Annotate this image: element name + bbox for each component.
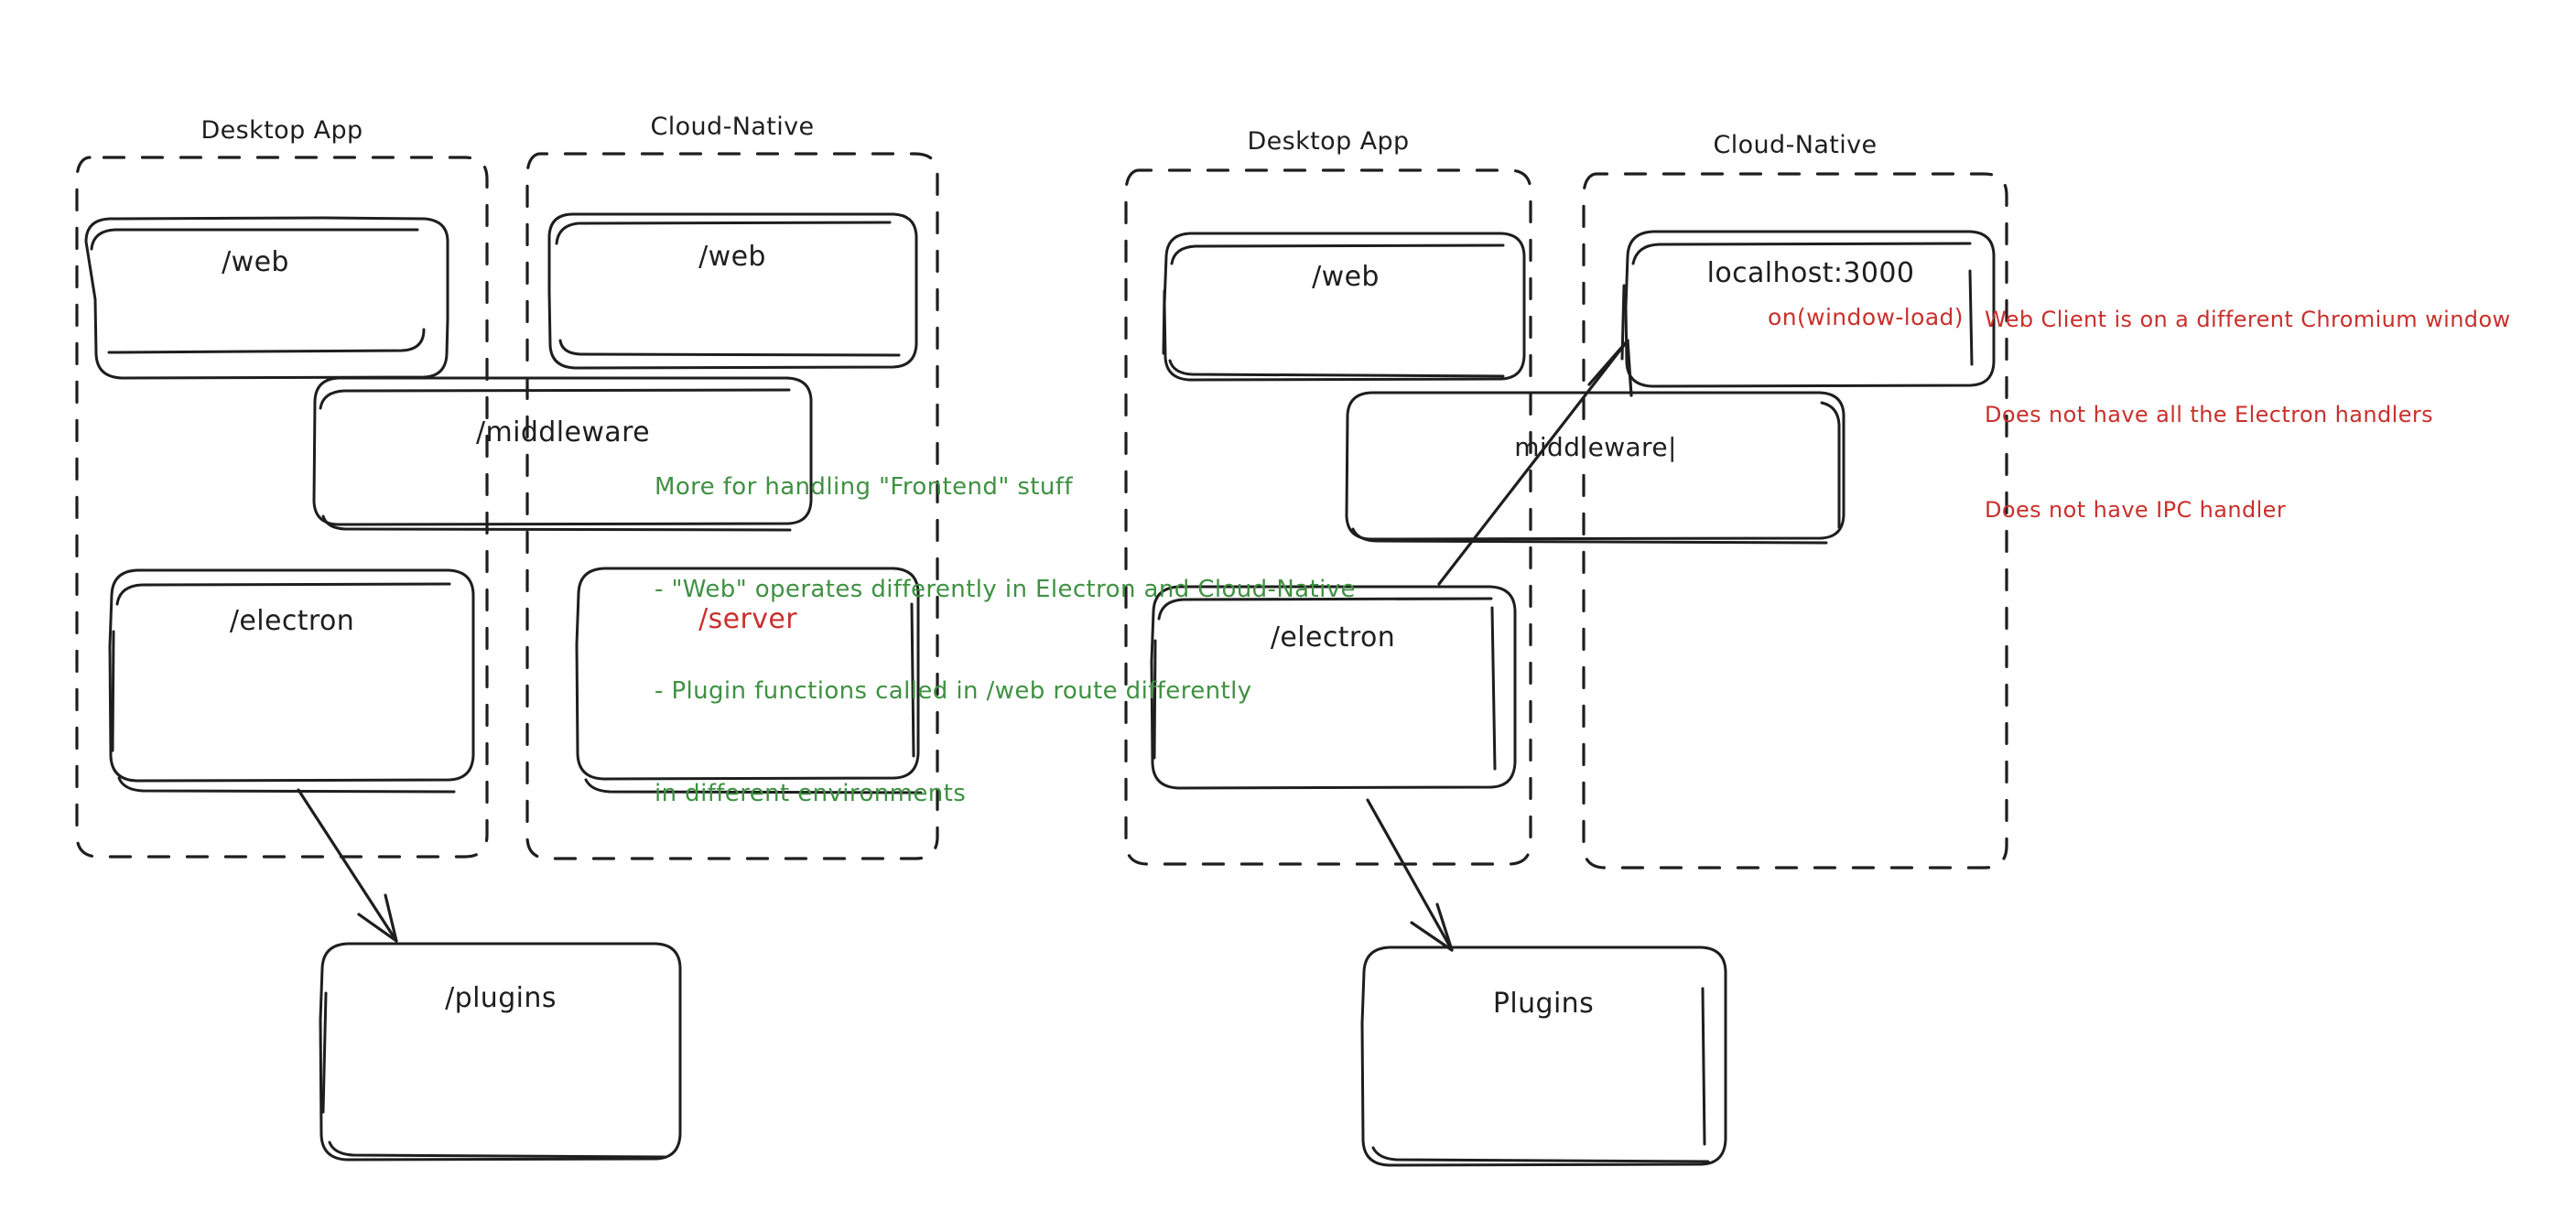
- right-plugins-box: [1360, 946, 1727, 1167]
- right-web-label: /web: [1312, 261, 1380, 293]
- left-electron-label: /electron: [229, 605, 355, 637]
- left-web-cloud-label: /web: [698, 241, 766, 273]
- right-middleware-label: middleware|: [1514, 432, 1677, 462]
- red-note-line-2: Does not have all the Electron handlers: [1985, 401, 2434, 427]
- left-plugins-label: /plugins: [445, 982, 557, 1014]
- left-cloud-native-title: Cloud-Native: [650, 113, 815, 141]
- right-localhost-label: localhost:3000: [1706, 257, 1915, 289]
- left-web-cloud-box: [547, 212, 918, 370]
- right-cloud-native-container: [1582, 172, 2008, 870]
- right-electron-label: /electron: [1270, 621, 1396, 654]
- right-localhost-box: [1620, 230, 1996, 388]
- right-localhost-sublabel: on(window-load): [1768, 304, 1964, 330]
- right-cloud-native-title: Cloud-Native: [1713, 131, 1878, 159]
- left-desktop-app-title: Desktop App: [200, 116, 363, 145]
- left-electron-box: [108, 568, 475, 794]
- green-note-line-1: More for handling "Frontend" stuff: [655, 473, 1073, 502]
- right-desktop-app-container: [1124, 168, 1532, 866]
- right-electron-to-plugins-arrow: [1366, 798, 1454, 952]
- right-electron-box: [1150, 585, 1517, 790]
- red-note-line-1: Web Client is on a different Chromium wi…: [1985, 306, 2511, 332]
- green-note-line-2: - "Web" operates differently in Electron…: [655, 575, 1356, 603]
- left-plugins-box: [319, 942, 682, 1162]
- right-desktop-app-title: Desktop App: [1247, 127, 1410, 156]
- green-note-line-4: in different environments: [655, 779, 967, 807]
- left-desktop-app-container: [75, 156, 489, 859]
- green-note-line-3: - Plugin functions called in /web route …: [655, 677, 1252, 706]
- red-note-line-3: Does not have IPC handler: [1985, 497, 2287, 524]
- right-electron-to-localhost-arrow: [1437, 339, 1633, 586]
- right-middleware-box: [1345, 391, 1845, 545]
- green-note: More for handling "Frontend" stuff - "We…: [655, 403, 1356, 845]
- right-web-box: [1162, 232, 1526, 382]
- left-middleware-box: [312, 376, 813, 532]
- left-server-label: /server: [698, 603, 797, 635]
- left-web-desktop-box: [84, 216, 449, 380]
- right-plugins-label: Plugins: [1492, 988, 1595, 1020]
- red-note: Web Client is on a different Chromium wi…: [1985, 240, 2511, 558]
- left-electron-to-plugins-arrow: [297, 788, 398, 943]
- left-middleware-label: /middleware: [476, 416, 650, 448]
- left-server-box: [575, 567, 923, 794]
- left-cloud-native-container: [525, 152, 939, 860]
- left-web-desktop-label: /web: [222, 246, 289, 278]
